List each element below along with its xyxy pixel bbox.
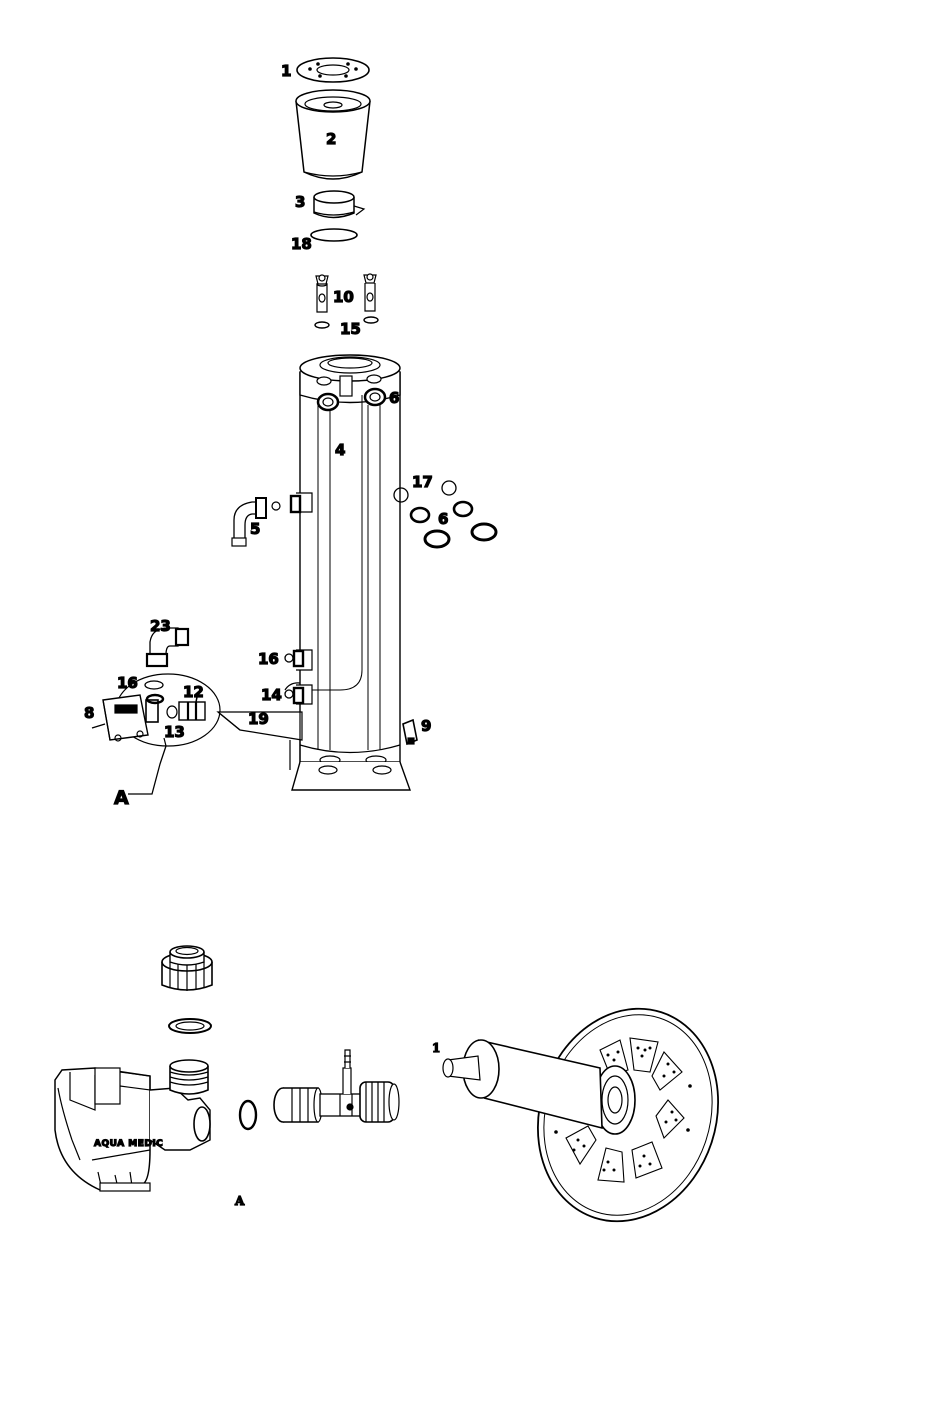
part-15-o-ring-right [364,317,378,323]
part-15-o-ring-left [315,322,329,328]
label-part-10: 10 [333,288,354,306]
label-part-19: 19 [248,710,269,728]
label-part-14: 14 [261,686,282,704]
label-part-15: 15 [340,320,361,338]
label-part-16-upper: 16 [117,674,138,692]
part-9-cap [403,720,417,744]
label-part-18: 18 [291,235,312,253]
impeller-detail-view: 1 [432,985,745,1245]
detail-a-brand-text: AQUA MEDIC [94,1139,163,1149]
impeller-label-1: 1 [432,1041,440,1055]
detail-a-o-ring [240,1101,256,1129]
part-4-reactor-column [292,355,410,790]
detail-a-label: A [234,1194,245,1208]
label-part-4: 4 [335,441,345,459]
label-part-2: 2 [326,130,336,148]
label-part-6-top: 6 [389,389,399,407]
part-8-pump [92,695,163,741]
part-3-collar [314,191,364,218]
label-part-1: 1 [281,62,291,80]
label-part-16-lower: 16 [258,650,279,668]
detail-a-valve [274,1050,399,1122]
label-part-9: 9 [421,717,431,735]
part-18-o-ring [311,229,357,241]
detail-a-pump: AQUA MEDIC [55,1060,210,1191]
detail-a-union-nut [162,946,212,991]
detail-a-view: AQUA MEDIC A [55,946,399,1208]
label-part-23: 23 [150,617,171,635]
label-part-17: 17 [412,473,433,491]
label-detail-ref-a: A [114,787,129,809]
detail-a-flat-seal [169,1019,211,1033]
part-5-elbow [232,496,300,546]
label-part-5: 5 [250,520,260,538]
label-part-6-rings: 6 [438,510,448,528]
label-part-3: 3 [295,193,305,211]
label-part-8: 8 [84,704,94,722]
part-1-lid-disc [297,58,369,82]
exploded-view: 1 2 3 18 10 15 6 4 17 6 5 23 16 12 8 13 … [84,58,496,809]
part-16-o-ring-upper [145,681,163,689]
label-part-13: 13 [164,723,185,741]
label-part-12: 12 [183,683,204,701]
